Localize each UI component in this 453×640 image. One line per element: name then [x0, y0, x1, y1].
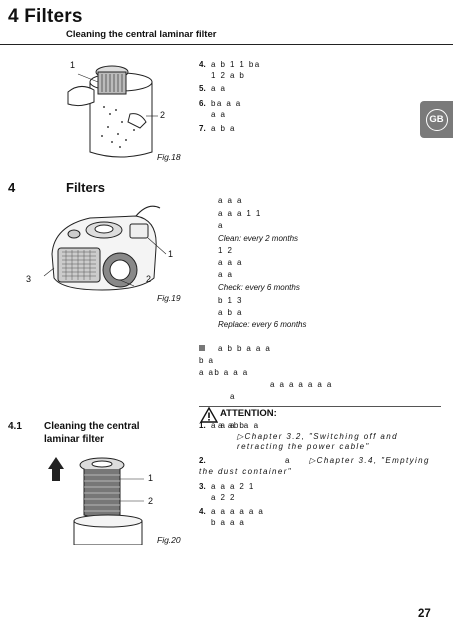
step-7: 7. a b a	[199, 124, 236, 133]
vacuum-cleaner-illustration	[43, 205, 167, 291]
body-line: a a a	[218, 196, 243, 205]
cleaning-step-2: 2. a ▷Chapter 3.4, "Emptying the dust co…	[199, 456, 430, 476]
attention-text: a ab a a	[218, 421, 260, 430]
step-6: 6. ba a a a a	[199, 99, 242, 119]
body-line: a a a 1 1	[218, 209, 262, 218]
header-divider	[0, 44, 453, 45]
cleaning-step-4: 4. a a a a a a b a a a	[199, 507, 265, 527]
body-line: a a a	[218, 258, 243, 267]
subsection-number: 4.1	[8, 421, 22, 432]
bullet-line: a b b a a a	[218, 344, 272, 353]
clean-interval: Clean: every 2 months	[218, 234, 299, 243]
language-tab: GB	[420, 101, 453, 138]
attention-label: ATTENTION:	[220, 408, 277, 419]
callout-1: 1	[168, 249, 174, 259]
figure-19: 3 2 1	[26, 198, 174, 298]
bullet-line: a ab a a a	[199, 368, 249, 377]
filter-tapping-illustration	[67, 65, 158, 158]
cleaning-step-3: 3. a a a 2 1 a 2 2	[199, 482, 255, 502]
callout-3: 3	[26, 274, 32, 284]
filter-removal-illustration	[48, 457, 144, 545]
body-line: a	[218, 221, 224, 230]
figure-18: 1 2	[60, 52, 180, 162]
attention-divider	[199, 406, 441, 407]
callout-2: 2	[146, 274, 152, 284]
figure-caption-20: Fig.20	[157, 535, 181, 545]
check-interval: Check: every 6 months	[218, 283, 300, 292]
body-line: a a	[218, 270, 234, 279]
figure-20: 1 2	[40, 455, 170, 545]
callout-1: 1	[148, 473, 154, 483]
chapter-reference-link[interactable]: ▷Chapter 3.4, "Emptying the dust contain…	[199, 456, 430, 476]
warning-icon	[200, 407, 218, 423]
chapter-subtitle: Cleaning the central laminar filter	[66, 29, 217, 40]
callout-2: 2	[148, 496, 154, 506]
language-badge: GB	[425, 108, 448, 131]
body-line: 1 2	[218, 246, 234, 255]
callout-1: 1	[70, 60, 76, 70]
page-number: 27	[418, 608, 431, 620]
step-5: 5. a a	[199, 84, 227, 93]
figure-caption-18: Fig.18	[157, 152, 181, 162]
chapter-reference-link[interactable]: ▷Chapter 3.2, "Switching off and retract…	[237, 431, 398, 452]
chapter-title: 4 Filters	[8, 6, 83, 27]
bullet-line: a a a a a a a	[270, 380, 333, 389]
body-line: a b a	[218, 308, 243, 317]
bullet-line: b a	[199, 356, 215, 365]
bullet-line: a	[230, 392, 236, 401]
subsection-title: Cleaning the central laminar filter	[44, 421, 140, 445]
callout-2: 2	[160, 110, 166, 120]
step-4: 4. a b 1 1 ba 1 2 a b	[199, 60, 261, 80]
bullet-marker	[199, 345, 205, 351]
page-header: 4 Filters Cleaning the central laminar f…	[0, 0, 453, 44]
figure-caption-19: Fig.19	[157, 293, 181, 303]
section-number: 4	[8, 180, 16, 195]
cleaning-step-1: 1. a a a b ▷Chapter 3.2, "Switching off …	[199, 421, 439, 453]
body-line: b 1 3	[218, 296, 243, 305]
replace-interval: Replace: every 6 months	[218, 320, 307, 329]
section-title: Filters	[66, 180, 106, 195]
